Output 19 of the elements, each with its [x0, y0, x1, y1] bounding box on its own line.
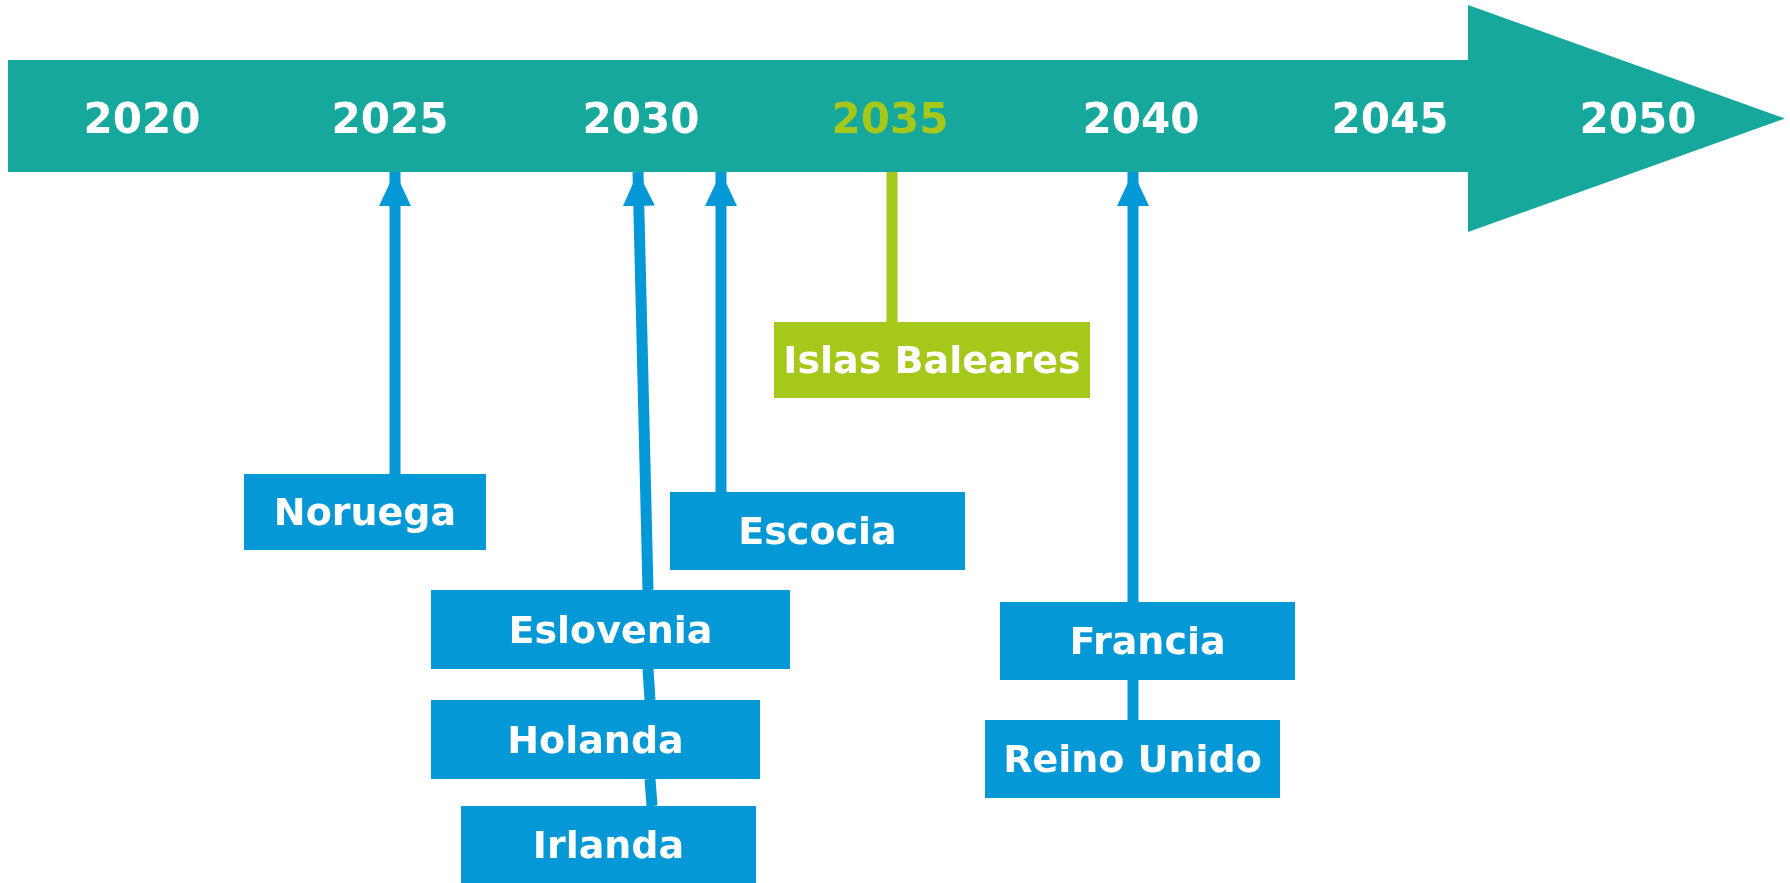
country-box: Francia: [1000, 602, 1295, 680]
country-box: Noruega: [244, 474, 486, 550]
year-label: 2025: [331, 93, 449, 143]
country-box: Holanda: [431, 700, 760, 779]
arrow: [379, 172, 411, 474]
country-box: Irlanda: [461, 806, 756, 883]
year-label: 2040: [1082, 93, 1200, 143]
country-box: Reino Unido: [985, 720, 1280, 798]
arrow: [1117, 172, 1149, 602]
country-box: Eslovenia: [431, 590, 790, 669]
year-label: 2020: [83, 93, 201, 143]
country-box: Escocia: [670, 492, 965, 570]
country-box: Islas Baleares: [774, 322, 1090, 398]
arrow: [622, 171, 655, 591]
year-label: 2045: [1331, 93, 1449, 143]
year-label: 2050: [1579, 93, 1697, 143]
arrow: [705, 172, 737, 492]
year-label: 2035: [831, 93, 949, 143]
year-label: 2030: [582, 93, 700, 143]
